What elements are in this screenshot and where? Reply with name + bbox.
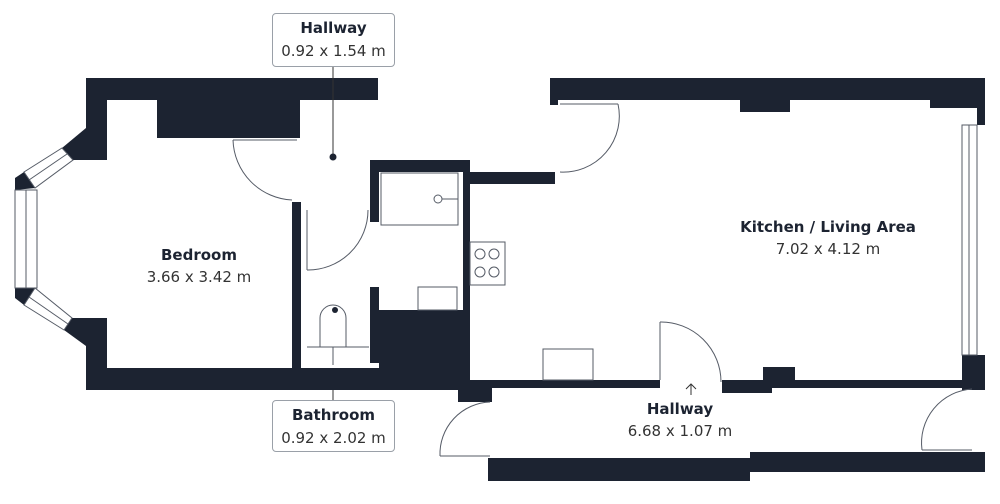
kitchen-label: Kitchen / Living Area 7.02 x 4.12 m xyxy=(740,216,916,260)
room-dimensions: 6.68 x 1.07 m xyxy=(627,422,733,440)
hob xyxy=(469,241,506,286)
room-name: Hallway xyxy=(300,19,367,37)
bathroom-sink xyxy=(417,286,458,311)
wall-kitchen-bottom-ledge xyxy=(722,388,772,393)
room-name: Bedroom xyxy=(161,246,237,264)
wall-kitchen-top-notch xyxy=(550,100,558,105)
kitchen-door xyxy=(559,103,620,173)
bay-window-lower-pane xyxy=(28,296,69,325)
shower-drain xyxy=(433,194,443,204)
hob-ring xyxy=(488,266,500,278)
wall-kitchen-upper-left xyxy=(463,172,555,184)
wall-kitchen-pillar-2 xyxy=(930,100,985,108)
wall-bathroom-left-upper xyxy=(370,160,379,222)
hallway-main-label: Hallway 6.68 x 1.07 m xyxy=(628,398,733,442)
hob-ring xyxy=(474,266,486,278)
room-name: Hallway xyxy=(646,400,714,418)
toilet xyxy=(307,304,369,365)
room-dimensions: 0.92 x 1.54 m xyxy=(281,42,386,60)
wall-bay-upper xyxy=(62,78,107,160)
wall-bathroom-top xyxy=(370,160,470,172)
hallway-small-callout: Hallway 0.92 x 1.54 m xyxy=(272,13,395,67)
wall-built-in-block xyxy=(157,100,300,138)
entrance-arrow-icon xyxy=(685,383,697,395)
hob-ring xyxy=(488,248,500,260)
bedroom-door xyxy=(232,139,297,201)
wall-kitchen-bottom-left xyxy=(470,380,660,388)
wall-kitchen-bottom-right xyxy=(722,380,985,388)
fixtures xyxy=(14,65,978,457)
kitchen-sink xyxy=(542,348,594,381)
front-door-right xyxy=(921,388,973,451)
wall-kitchen-left xyxy=(463,172,470,385)
hallway-internal-door xyxy=(659,321,722,383)
bathroom-door xyxy=(306,209,369,271)
bay-window-upper xyxy=(23,147,74,189)
wall-kitchen-top xyxy=(550,78,985,100)
bedroom-label: Bedroom 3.66 x 3.42 m xyxy=(147,244,252,288)
wall-kitchen-bottom-block xyxy=(763,367,795,388)
wall-kitchen-pillar-1 xyxy=(740,100,790,112)
wall-bay-corner-top xyxy=(15,172,35,190)
bay-window-lower xyxy=(23,287,73,331)
room-dimensions: 7.02 x 4.12 m xyxy=(775,240,881,258)
wall-bathroom-block xyxy=(379,310,465,390)
wall-top-left xyxy=(86,78,378,100)
wall-bedroom-partition xyxy=(292,202,301,368)
room-dimensions: 0.92 x 2.02 m xyxy=(281,429,386,447)
wall-bathroom-left-lower xyxy=(370,287,379,363)
wall-bay-corner-bottom xyxy=(15,288,35,305)
wall-bottom-left xyxy=(86,368,470,390)
hallway-marker-dot xyxy=(329,153,337,161)
bay-window-upper-pane xyxy=(28,153,68,181)
room-name: Bathroom xyxy=(291,406,376,424)
room-dimensions: 3.66 x 3.42 m xyxy=(146,268,252,286)
bathroom-callout: Bathroom 0.92 x 2.02 m xyxy=(272,400,395,452)
room-name: Kitchen / Living Area xyxy=(740,218,916,236)
wall-kitchen-right-top xyxy=(977,100,985,125)
front-door-left xyxy=(439,401,491,457)
hob-ring xyxy=(474,248,486,260)
toilet-dot xyxy=(332,307,338,313)
wall-hallway-bottom xyxy=(488,452,985,481)
walls xyxy=(15,78,985,481)
